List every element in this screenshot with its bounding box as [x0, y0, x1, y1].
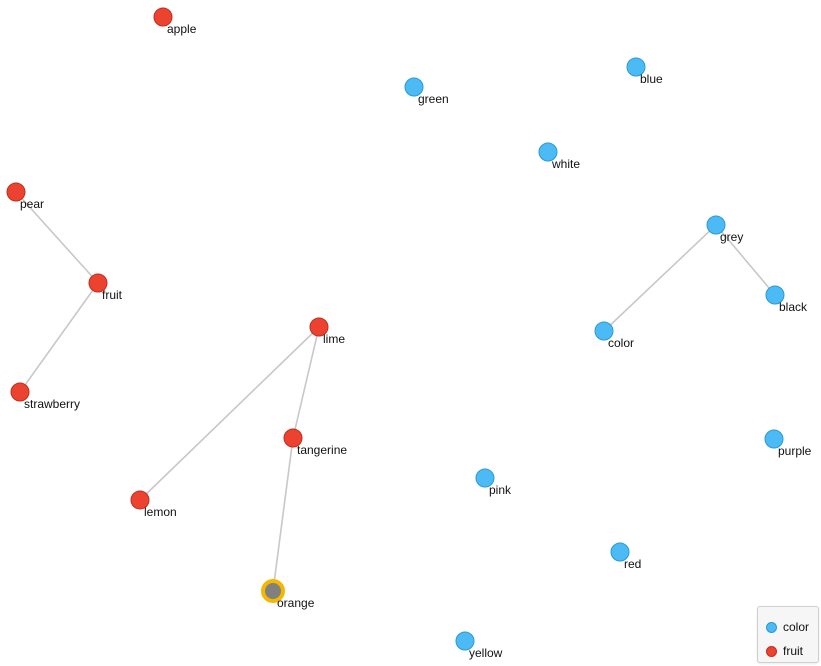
node-circle-apple[interactable]	[153, 7, 173, 27]
node-label-fruit: fruit	[102, 288, 123, 302]
edge-layer	[15, 191, 776, 592]
node-label-lemon: lemon	[144, 505, 177, 519]
node-red[interactable]: red	[610, 542, 641, 571]
legend-label-fruit: fruit	[783, 644, 804, 658]
node-fruit[interactable]: fruit	[88, 273, 123, 302]
node-circle-grey[interactable]	[706, 215, 726, 235]
node-label-yellow: yellow	[469, 646, 503, 660]
node-yellow[interactable]: yellow	[455, 631, 503, 660]
node-label-pink: pink	[489, 483, 512, 497]
node-grey[interactable]: grey	[706, 215, 743, 244]
node-label-white: white	[551, 157, 580, 171]
node-strawberry[interactable]: strawberry	[10, 382, 80, 411]
node-circle-fruit[interactable]	[88, 273, 108, 293]
node-circle-pink[interactable]	[475, 468, 495, 488]
node-circle-yellow[interactable]	[455, 631, 475, 651]
edge-tangerine-orange[interactable]	[272, 437, 294, 592]
node-layer: apple green blue white pear grey fruit black lim…	[6, 7, 812, 660]
node-circle-purple[interactable]	[764, 429, 784, 449]
edge-fruit-strawberry[interactable]	[19, 282, 99, 393]
edge-lime-tangerine[interactable]	[292, 326, 320, 439]
legend-swatch-fruit	[766, 645, 777, 657]
legend-item-fruit: fruit	[766, 639, 818, 663]
node-label-purple: purple	[778, 444, 812, 458]
node-label-blue: blue	[640, 72, 663, 86]
node-circle-orange[interactable]	[261, 579, 285, 603]
edge-lime-lemon[interactable]	[139, 326, 320, 501]
node-label-apple: apple	[167, 22, 197, 36]
node-green[interactable]: green	[404, 77, 449, 106]
node-label-grey: grey	[720, 230, 743, 244]
node-lemon[interactable]: lemon	[130, 490, 177, 519]
node-circle-color[interactable]	[594, 321, 614, 341]
node-circle-lime[interactable]	[309, 317, 329, 337]
node-label-pear: pear	[20, 197, 44, 211]
node-circle-blue[interactable]	[626, 57, 646, 77]
node-label-color: color	[608, 336, 634, 350]
node-pink[interactable]: pink	[475, 468, 512, 497]
node-label-red: red	[624, 557, 641, 571]
node-circle-white[interactable]	[538, 142, 558, 162]
legend: color fruit	[757, 606, 819, 663]
node-circle-black[interactable]	[765, 285, 785, 305]
node-blue[interactable]: blue	[626, 57, 663, 86]
node-orange[interactable]: orange	[261, 579, 315, 610]
node-label-orange: orange	[277, 596, 315, 610]
node-black[interactable]: black	[765, 285, 808, 314]
node-pear[interactable]: pear	[6, 182, 44, 211]
node-circle-strawberry[interactable]	[10, 382, 30, 402]
node-circle-green[interactable]	[404, 77, 424, 97]
node-apple[interactable]: apple	[153, 7, 197, 36]
node-lime[interactable]: lime	[309, 317, 345, 346]
node-purple[interactable]: purple	[764, 429, 812, 458]
node-label-tangerine: tangerine	[297, 443, 347, 457]
legend-item-color: color	[766, 615, 818, 639]
legend-swatch-color	[766, 621, 777, 633]
edge-grey-color[interactable]	[603, 224, 717, 332]
node-label-strawberry: strawberry	[24, 397, 80, 411]
node-label-lime: lime	[323, 332, 345, 346]
node-white[interactable]: white	[538, 142, 580, 171]
edge-pear-fruit[interactable]	[15, 191, 99, 284]
node-tangerine[interactable]: tangerine	[283, 428, 347, 457]
node-circle-pear[interactable]	[6, 182, 26, 202]
legend-label-color: color	[783, 620, 810, 634]
node-circle-red[interactable]	[610, 542, 630, 562]
node-label-black: black	[779, 300, 808, 314]
node-circle-lemon[interactable]	[130, 490, 150, 510]
node-label-green: green	[418, 92, 449, 106]
node-circle-tangerine[interactable]	[283, 428, 303, 448]
node-color[interactable]: color	[594, 321, 634, 350]
edge-grey-black[interactable]	[715, 224, 776, 296]
